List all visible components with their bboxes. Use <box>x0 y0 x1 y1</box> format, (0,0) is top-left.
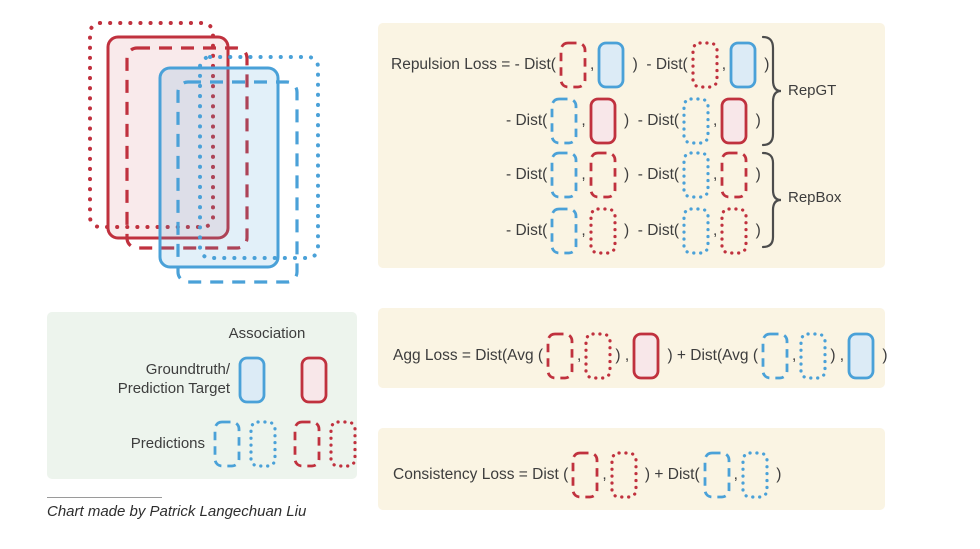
red-dotted-box-icon <box>589 207 617 255</box>
equation-text: ) - Dist( <box>619 222 680 239</box>
blue-dotted-box-icon <box>741 451 769 499</box>
blue-dashed-box-icon <box>550 151 578 199</box>
red-dotted-box-icon <box>610 451 638 499</box>
blue-dotted-region <box>198 55 320 260</box>
equation-text: , <box>713 112 718 129</box>
blue-dotted-box-icon <box>682 207 710 255</box>
consistency-loss-panel: Consistency Loss = Dist (, ) + Dist(, ) <box>378 428 885 510</box>
equation-text: , <box>581 222 586 239</box>
equation-text: , <box>713 222 718 239</box>
red-solid-region <box>106 35 230 240</box>
equation-text: , <box>577 347 582 364</box>
equation-text: - Dist( <box>506 222 548 239</box>
repbox-label: RepBox <box>788 189 842 206</box>
blue-dashed-region <box>176 80 299 284</box>
equation-text: ) <box>878 347 888 364</box>
equation-text: ) , <box>615 347 630 364</box>
red-dashed-box-icon <box>546 332 574 380</box>
blue-solid-box-icon <box>729 41 757 89</box>
equation-text: , <box>581 112 586 129</box>
blue-solid-box-icon <box>847 332 875 380</box>
repulsion-eq-row-1: Repulsion Loss = - Dist(, ) - Dist(, ) <box>391 40 769 90</box>
legend-row-groundtruth: Groundtruth/ Prediction Target <box>55 352 328 408</box>
red-dashed-box-icon <box>571 451 599 499</box>
blue-dashed-box-icon <box>213 420 241 468</box>
repulsion-eq-row-4: - Dist(, ) - Dist(, ) <box>506 206 761 256</box>
agg-eq-row: Agg Loss = Dist(Avg (,) , ) + Dist(Avg (… <box>393 331 888 381</box>
legend-panel: Association Groundtruth/ Prediction Targ… <box>47 312 357 479</box>
equation-text: - Dist( <box>506 112 548 129</box>
repulsion-loss-panel: Repulsion Loss = - Dist(, ) - Dist(, ) -… <box>378 23 885 268</box>
blue-dashed-box-icon <box>703 451 731 499</box>
equation-text: ) <box>751 222 761 239</box>
red-solid-box-icon <box>589 97 617 145</box>
equation-text: , <box>733 466 738 483</box>
red-dashed-box-icon <box>720 151 748 199</box>
red-solid-box-icon <box>300 356 328 404</box>
blue-solid-box-icon <box>238 356 266 404</box>
red-dashed-box-icon <box>559 41 587 89</box>
overlap-diagram <box>88 21 320 284</box>
equation-text: Consistency Loss = Dist ( <box>393 466 569 483</box>
predictions-boxes <box>213 420 357 468</box>
agg-loss-panel: Agg Loss = Dist(Avg (,) , ) + Dist(Avg (… <box>378 308 888 388</box>
equation-text: , <box>581 166 586 183</box>
equation-text: - Dist( <box>506 166 548 183</box>
equation-text: , <box>721 56 726 73</box>
equation-text: ) <box>751 112 761 129</box>
groundtruth-boxes <box>238 356 328 404</box>
repulsion-eq-row-2: - Dist(, ) - Dist(, ) <box>506 96 761 146</box>
equation-text: , <box>602 466 607 483</box>
red-dashed-box-icon <box>589 151 617 199</box>
credit-text: Chart made by Patrick Langechuan Liu <box>47 503 307 520</box>
blue-dotted-box-icon <box>249 420 277 468</box>
blue-dotted-box-icon <box>682 151 710 199</box>
predictions-label: Predictions <box>130 434 205 452</box>
blue-solid-box-icon <box>597 41 625 89</box>
equation-text: Agg Loss = Dist(Avg ( <box>393 347 544 364</box>
blue-dashed-box-icon <box>550 207 578 255</box>
blue-dotted-box-icon <box>682 97 710 145</box>
red-dashed-region <box>125 46 249 250</box>
repulsion-eq-row-3: - Dist(, ) - Dist(, ) <box>506 150 761 200</box>
equation-text: ) - Dist( <box>619 112 680 129</box>
red-dotted-box-icon <box>720 207 748 255</box>
groundtruth-label: Groundtruth/ Prediction Target <box>117 361 230 397</box>
credit-divider <box>47 497 162 498</box>
red-dotted-box-icon <box>329 420 357 468</box>
blue-dashed-box-icon <box>550 97 578 145</box>
equation-text: ) - Dist( <box>628 56 688 73</box>
repbox-brace-icon <box>761 151 782 249</box>
red-solid-box-icon <box>632 332 660 380</box>
equation-text: Repulsion Loss = - Dist( <box>391 56 556 73</box>
blue-dotted-box-icon <box>799 332 827 380</box>
red-solid-box-icon <box>720 97 748 145</box>
equation-text: ) <box>751 166 761 183</box>
blue-dashed-box-icon <box>761 332 789 380</box>
equation-text: , <box>792 347 797 364</box>
equation-text: ) <box>760 56 770 73</box>
legend-row-predictions: Predictions <box>55 416 357 472</box>
repgt-label: RepGT <box>788 82 837 99</box>
equation-text: ) , <box>830 347 845 364</box>
red-dotted-region <box>88 21 215 229</box>
legend-title: Association <box>228 325 306 342</box>
equation-text: ) + Dist(Avg ( <box>663 347 759 364</box>
red-dotted-box-icon <box>584 332 612 380</box>
equation-text: , <box>589 56 595 73</box>
consistency-eq-row: Consistency Loss = Dist (, ) + Dist(, ) <box>393 450 781 500</box>
repgt-brace-icon <box>761 35 782 147</box>
blue-solid-region <box>158 66 280 269</box>
equation-text: ) <box>771 466 782 483</box>
red-dotted-box-icon <box>691 41 719 89</box>
equation-text: , <box>713 166 718 183</box>
equation-text: ) - Dist( <box>619 166 680 183</box>
red-dashed-box-icon <box>293 420 321 468</box>
equation-text: ) + Dist( <box>640 466 700 483</box>
